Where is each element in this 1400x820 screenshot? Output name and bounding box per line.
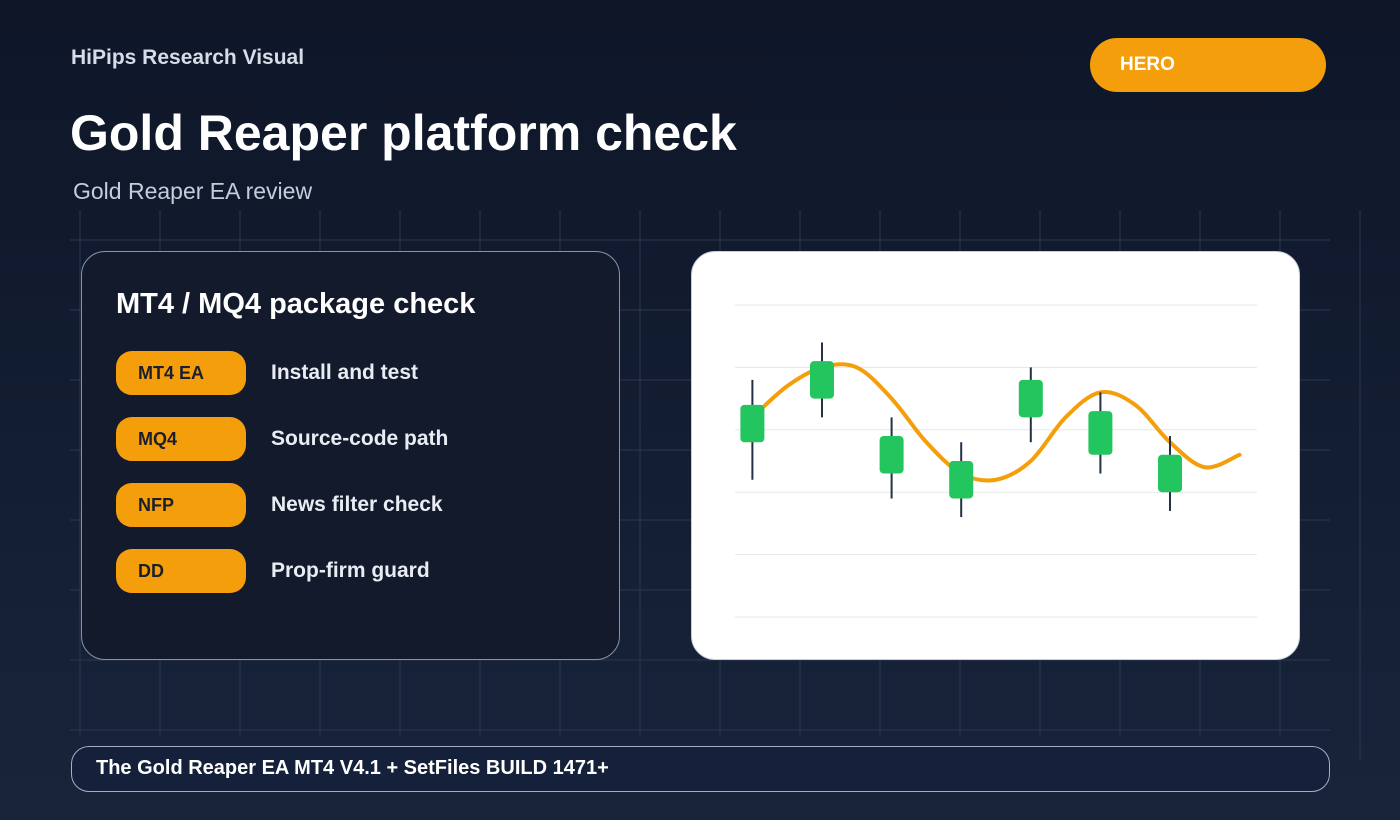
candle-body: [1018, 379, 1043, 418]
card-title: MT4 / MQ4 package check: [116, 288, 476, 320]
check-row-nfp: NFP News filter check: [116, 483, 596, 527]
footer-banner: The Gold Reaper EA MT4 V4.1 + SetFiles B…: [71, 746, 1330, 792]
tag-pill: MT4 EA: [116, 351, 246, 395]
candle-body: [879, 436, 904, 474]
check-label: News filter check: [271, 493, 443, 516]
tag-pill: DD: [116, 549, 246, 593]
candle-body: [1088, 411, 1113, 455]
check-row-dd: DD Prop-firm guard: [116, 549, 596, 593]
page-title: Gold Reaper platform check: [70, 105, 737, 161]
candle-body: [740, 404, 765, 443]
price-chart-card: [691, 251, 1300, 660]
check-label: Source-code path: [271, 427, 449, 450]
tag-pill: NFP: [116, 483, 246, 527]
check-label: Install and test: [271, 361, 419, 384]
candle-body: [810, 361, 834, 399]
check-row-mt4: MT4 EA Install and test: [116, 351, 596, 395]
tag-pill: MQ4: [116, 417, 246, 461]
check-label: Prop-firm guard: [271, 559, 430, 582]
check-row-mq4: MQ4 Source-code path: [116, 417, 596, 461]
page-subtitle: Gold Reaper EA review: [73, 178, 313, 204]
package-check-card: MT4 / MQ4 package check MT4 EA Install a…: [81, 251, 620, 660]
candle-body: [1158, 454, 1182, 493]
brand-label: HiPips Research Visual: [71, 46, 305, 69]
hero-badge: HERO: [1090, 38, 1326, 92]
price-chart: [735, 304, 1257, 618]
candle-body: [949, 461, 974, 499]
